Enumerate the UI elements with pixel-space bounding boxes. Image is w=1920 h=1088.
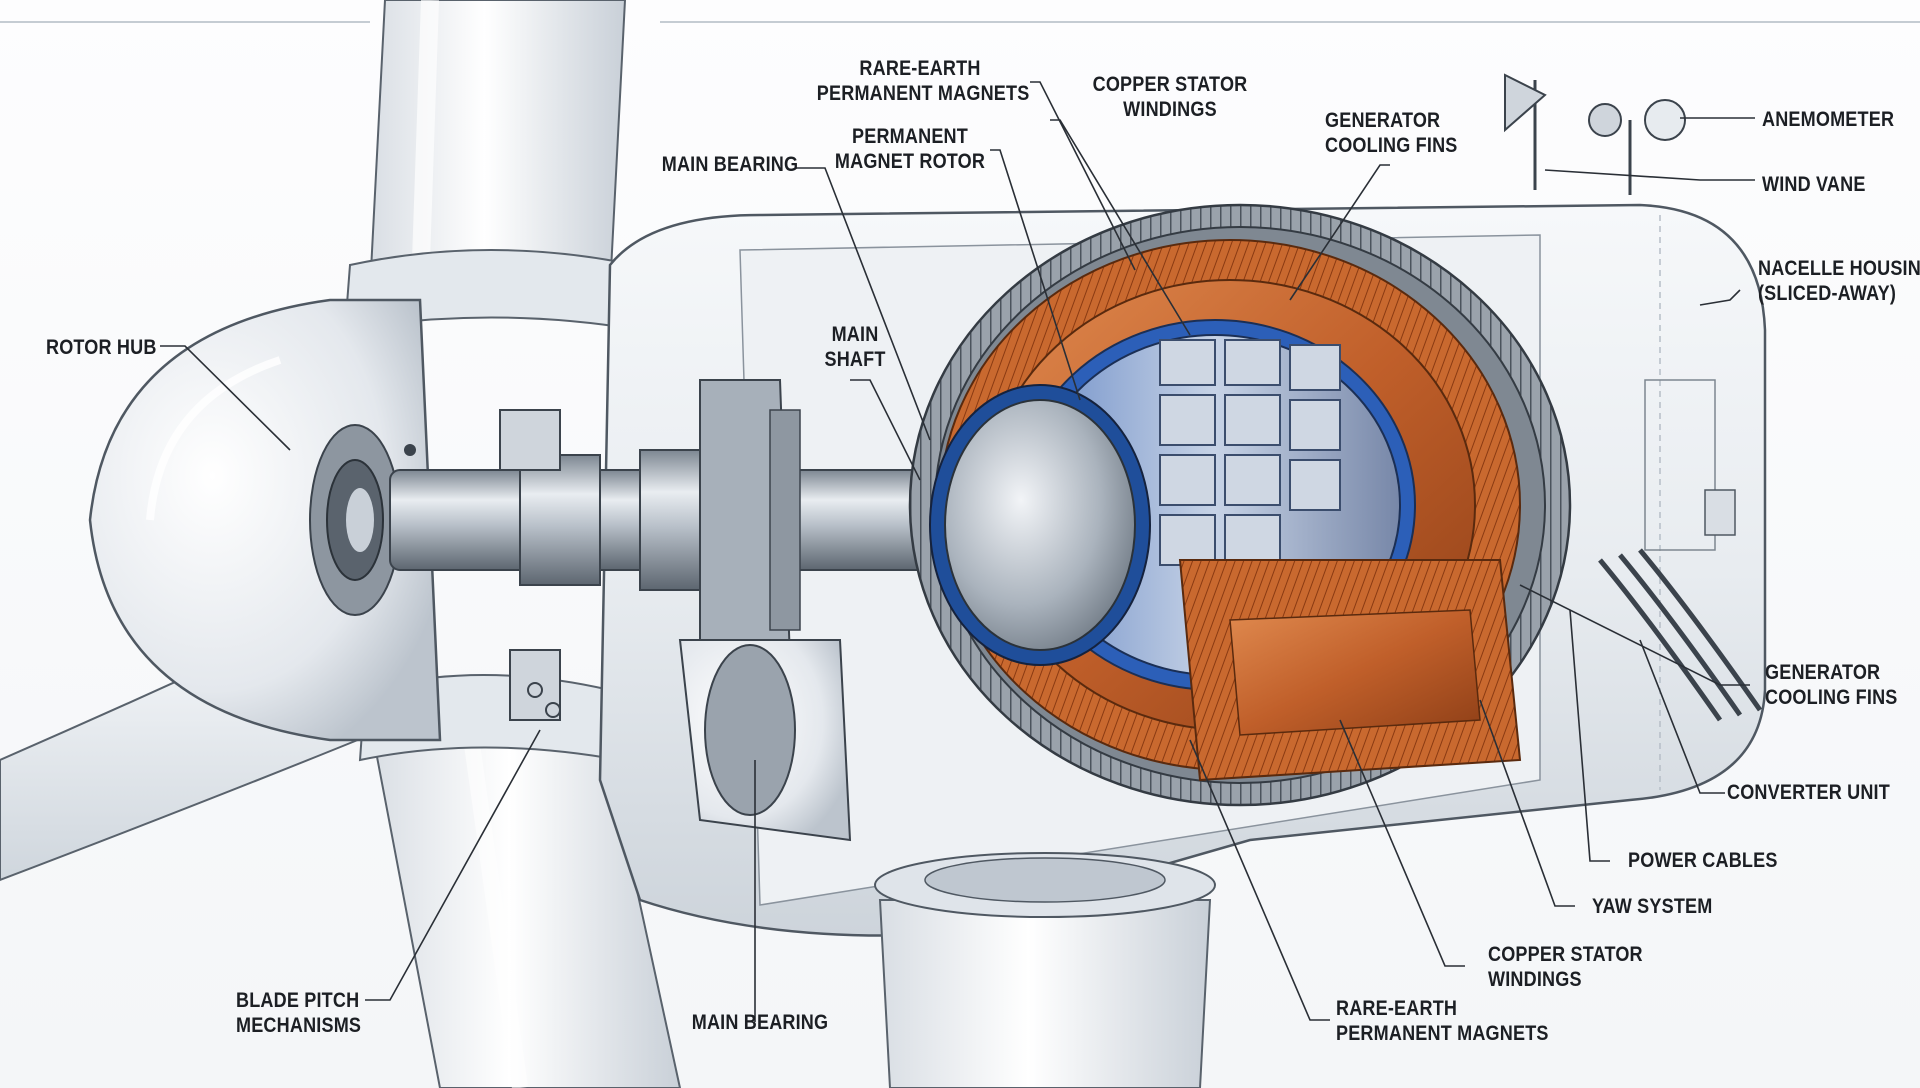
label-rotor-hub: ROTOR HUB — [46, 336, 157, 359]
generator — [908, 203, 1572, 807]
label-rare-earth-magnets-bottom: RARE-EARTH PERMANENT MAGNETS — [1336, 997, 1549, 1045]
blade-pitch-mechanisms — [404, 409, 561, 721]
yaw-tower — [874, 852, 1216, 1088]
label-main-shaft: MAIN SHAFT — [824, 323, 886, 371]
label-anemometer: ANEMOMETER — [1762, 108, 1895, 131]
leader-lines — [160, 81, 1755, 1022]
label-power-cables: POWER CABLES — [1628, 849, 1778, 872]
label-copper-stator-windings-bottom: COPPER STATOR WINDINGS — [1488, 943, 1643, 991]
label-wind-vane: WIND VANE — [1762, 173, 1866, 196]
label-permanent-magnet-rotor: PERMANENT MAGNET ROTOR — [834, 125, 986, 173]
label-blade-pitch-mechanisms: BLADE PITCH MECHANISMS — [236, 989, 362, 1037]
upper-blade — [343, 0, 642, 332]
label-converter-unit: CONVERTER UNIT — [1727, 781, 1890, 804]
main-bearing — [678, 379, 852, 842]
label-rare-earth-magnets-top: RARE-EARTH PERMANENT MAGNETS — [816, 57, 1030, 105]
label-main-bearing-bottom: MAIN BEARING — [691, 1011, 829, 1034]
label-main-bearing-top: MAIN BEARING — [661, 153, 799, 176]
label-yaw-system: YAW SYSTEM — [1592, 895, 1713, 918]
converter-and-cables — [1598, 548, 1763, 722]
anemometer-and-wind-vane — [1504, 73, 1686, 195]
label-generator-cooling-fins-top: GENERATOR COOLING FINS — [1325, 109, 1458, 157]
label-nacelle-housing: NACELLE HOUSING (SLICED-AWAY) — [1758, 257, 1920, 305]
rotor-hub — [88, 298, 442, 742]
label-copper-stator-windings-top: COPPER STATOR WINDINGS — [1092, 73, 1248, 121]
label-generator-cooling-fins-right: GENERATOR COOLING FINS — [1765, 661, 1898, 709]
